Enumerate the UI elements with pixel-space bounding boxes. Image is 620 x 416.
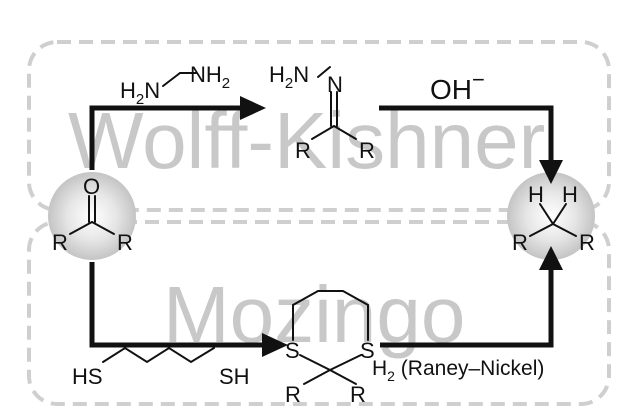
- dithiol-chain: [102, 346, 215, 364]
- alkane-highlight: [507, 172, 595, 260]
- hydrazone-n: N: [327, 72, 343, 97]
- wolff-kishner-box: [27, 40, 611, 212]
- arrow-to-alkane-bottom: [380, 268, 554, 348]
- hydroxide-label: OH−: [430, 67, 485, 105]
- dithiane-s2: S: [360, 338, 375, 363]
- arrow-to-hydrazone: [89, 105, 242, 170]
- hydrazine-right-label: NH2: [190, 62, 230, 92]
- hydrazone-r2-bond: [333, 125, 357, 140]
- raney-nickel-label: H2 (Raney–Nickel): [372, 357, 544, 384]
- hydrazone-r2: R: [359, 138, 375, 163]
- alkane-h1-bond: [539, 203, 554, 225]
- dithiol-sh: SH: [219, 364, 250, 389]
- dithiane-s1: S: [285, 338, 300, 363]
- alkane-r2: R: [579, 230, 595, 255]
- arrow-to-dithiane: [89, 262, 265, 348]
- ketone-r1: R: [52, 230, 68, 255]
- ketone-r2: R: [117, 230, 133, 255]
- dithiane-s2-c-bond: [329, 354, 362, 371]
- dithiane-s1-c-bond: [299, 354, 331, 371]
- ketone-highlight: [48, 172, 136, 260]
- hydrazone-nh2: H2N: [269, 62, 309, 92]
- hydrazone-r1: R: [295, 138, 311, 163]
- ketone-oxygen: O: [83, 174, 100, 199]
- arrowhead-hydrazone: [240, 96, 266, 120]
- alkane-h2: H: [562, 182, 578, 207]
- dithiane-r1: R: [285, 382, 301, 407]
- alkane-r2-bond: [552, 223, 577, 237]
- arrowhead-alkane-bottom: [539, 246, 563, 270]
- arrow-to-alkane-top: [379, 105, 554, 162]
- dithiol-hs: HS: [72, 364, 103, 389]
- dithiane-r1-bond: [303, 369, 331, 385]
- hydrazine-left-label: H2N: [120, 78, 160, 108]
- ketone-r1-bond: [69, 221, 93, 235]
- hydrazone-r1-bond: [311, 125, 335, 140]
- arrowhead-alkane-top: [539, 160, 563, 184]
- alkane-h1: H: [528, 182, 544, 207]
- dithiane-r2: R: [350, 382, 366, 407]
- hydrazine-bond-1: [162, 72, 181, 87]
- mozingo-box: [27, 220, 611, 406]
- wolff-kishner-watermark: Wolff-Kishner: [68, 96, 545, 185]
- alkane-r1: R: [512, 230, 528, 255]
- alkane-h2-bond: [552, 203, 567, 225]
- dithiane-r2-bond: [329, 369, 357, 385]
- alkane-r1-bond: [529, 223, 554, 237]
- hydrazone-nn-bond: [317, 66, 331, 78]
- dithiane-ring: [292, 290, 369, 341]
- ketone-r2-bond: [91, 221, 115, 235]
- arrowhead-dithiane: [262, 333, 288, 357]
